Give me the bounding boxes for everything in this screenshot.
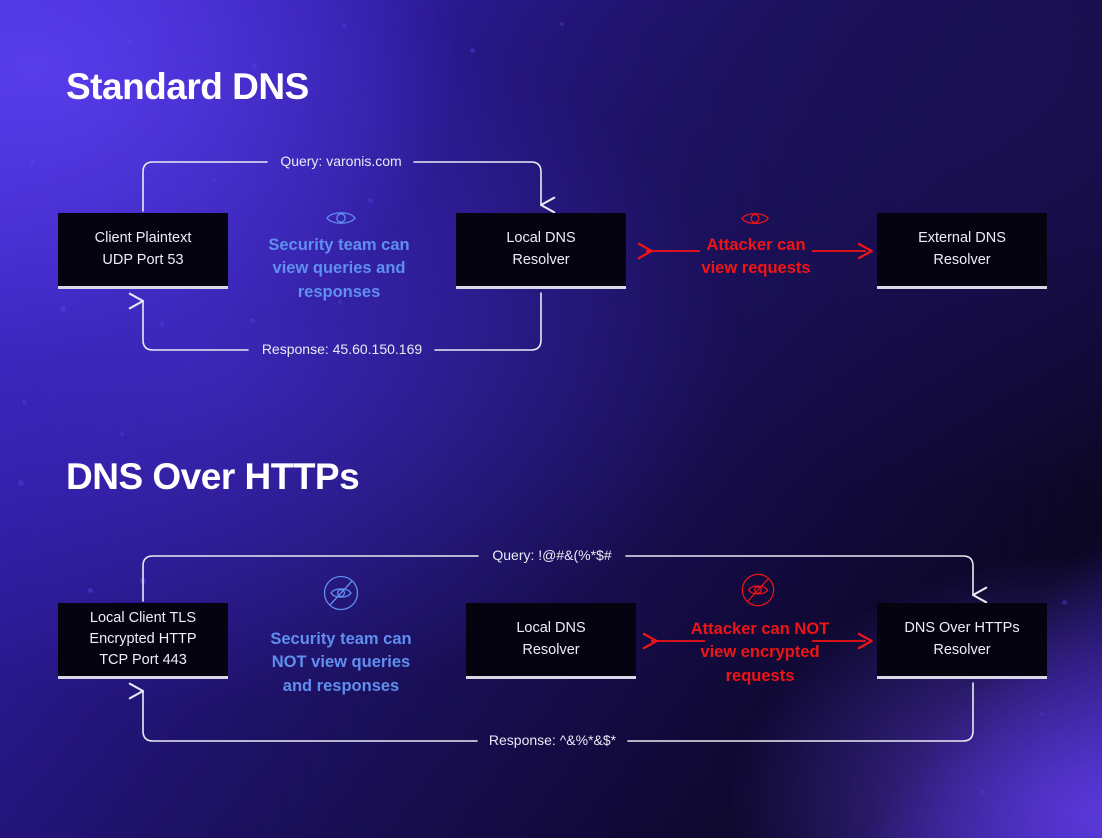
edge-query-doh bbox=[142, 555, 988, 604]
node-label: Client Plaintext UDP Port 53 bbox=[94, 230, 192, 268]
attacker-caption-standard: Attacker can view requests bbox=[701, 236, 811, 278]
node-label: Local DNS Resolver bbox=[516, 620, 586, 658]
node-external-dns-resolver: External DNS Resolver bbox=[877, 213, 1047, 289]
node-label: Local DNS Resolver bbox=[506, 230, 576, 268]
node-label: Local Client TLS Encrypted HTTP TCP Port… bbox=[89, 609, 197, 668]
node-label: DNS Over HTTPs Resolver bbox=[904, 620, 1020, 658]
edge-response-doh bbox=[128, 682, 974, 742]
node-label: External DNS Resolver bbox=[918, 230, 1006, 268]
node-local-client-tls: Local Client TLS Encrypted HTTP TCP Port… bbox=[58, 603, 228, 679]
response-label-doh: Response: ^&%*&$* bbox=[488, 732, 617, 748]
node-client-plaintext: Client Plaintext UDP Port 53 bbox=[58, 213, 228, 289]
node-local-dns-resolver: Local DNS Resolver bbox=[456, 213, 626, 289]
eye-slash-icon bbox=[322, 574, 360, 617]
section-heading-standard-dns: Standard DNS bbox=[66, 66, 309, 107]
security-caption-standard: Security team can view queries and respo… bbox=[268, 236, 410, 301]
eye-slash-icon bbox=[740, 572, 776, 613]
eye-icon bbox=[325, 208, 357, 233]
query-label-doh: Query: !@#&(%*$# bbox=[492, 547, 612, 563]
node-local-dns-resolver-doh: Local DNS Resolver bbox=[466, 603, 636, 679]
security-caption-doh: Security team can NOT view queries and r… bbox=[270, 630, 412, 695]
eye-icon bbox=[740, 209, 770, 233]
edge-query-standard bbox=[142, 161, 556, 214]
response-label-standard: Response: 45.60.150.169 bbox=[261, 341, 423, 357]
section-heading-dns-over-https: DNS Over HTTPs bbox=[66, 456, 360, 497]
query-label-standard: Query: varonis.com bbox=[280, 153, 402, 169]
node-doh-resolver: DNS Over HTTPs Resolver bbox=[877, 603, 1047, 679]
edge-response-standard bbox=[128, 292, 542, 351]
attacker-caption-doh: Attacker can NOT view encrypted requests bbox=[690, 620, 830, 685]
